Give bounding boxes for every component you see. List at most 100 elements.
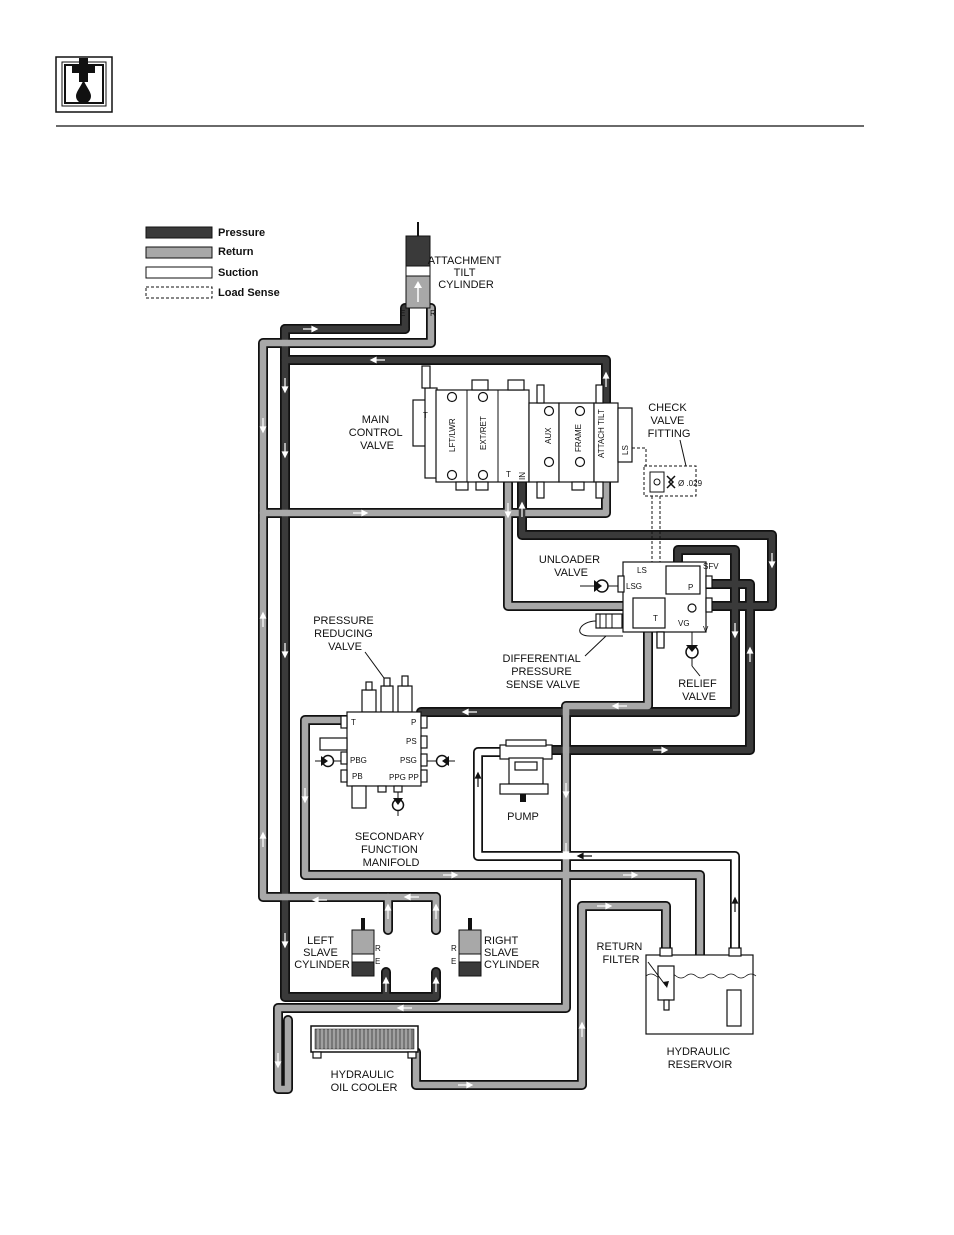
mcv-section-ext-ret: EXT/RET xyxy=(479,416,488,450)
flow-arrow xyxy=(696,983,704,999)
legend-label-suction: Suction xyxy=(218,267,259,279)
tilt-port-e: E xyxy=(400,309,405,318)
flow-arrow xyxy=(746,646,754,662)
main-control-valve-label: MAIN CONTROL VALVE xyxy=(349,414,405,452)
flow-arrow xyxy=(731,623,739,639)
legend-swatch-load-sense xyxy=(145,286,213,299)
hydraulic-oil-cooler xyxy=(310,1025,419,1059)
hose-suction-pump xyxy=(474,748,739,964)
flow-arrow xyxy=(303,325,319,333)
flow-arrow xyxy=(259,831,267,847)
flow-arrow xyxy=(611,702,627,710)
hose-return-sfm-t-reservoir xyxy=(301,716,704,1022)
legend-swatch-suction xyxy=(145,266,213,279)
flow-arrow xyxy=(602,371,610,387)
flow-arrow xyxy=(518,501,526,517)
unloader-valve-label: UNLOADER VALVE xyxy=(539,554,603,579)
attachment-tilt-cylinder: E R xyxy=(400,222,436,318)
check-valve-orifice: Ø .029 xyxy=(678,479,703,488)
flow-arrow xyxy=(382,976,390,992)
flow-arrow xyxy=(432,976,440,992)
mcv-section-aux: AUX xyxy=(544,427,553,444)
flow-arrow xyxy=(443,871,459,879)
legend: Pressure Return Suction Load Sense xyxy=(145,226,280,299)
flow-arrow xyxy=(259,418,267,434)
flow-arrow xyxy=(504,503,512,519)
flow-arrow xyxy=(578,1021,586,1037)
check-valve-fitting-label: CHECK VALVE FITTING xyxy=(648,402,691,440)
pressure-reducing-valve-label: PRESSURE REDUCING VALVE xyxy=(313,615,377,653)
hydraulic-reservoir-label: HYDRAULIC RESERVOIR xyxy=(667,1046,734,1071)
return-filter xyxy=(647,961,675,1011)
rsc-port-r: R xyxy=(451,944,457,953)
flow-arrow xyxy=(369,356,385,364)
legend-label-return: Return xyxy=(218,246,254,258)
mcv-section-attach-tilt: ATTACH TILT xyxy=(597,409,606,458)
uv-port-p: P xyxy=(688,583,693,592)
flow-arrow xyxy=(474,771,482,787)
hydraulic-reservoir-drop-icon xyxy=(55,56,113,113)
flow-arrow xyxy=(458,1081,474,1089)
flow-arrow xyxy=(281,933,289,949)
flow-arrow xyxy=(597,902,613,910)
flow-arrows xyxy=(259,325,776,1089)
sfm-port-p: P xyxy=(411,718,416,727)
secondary-function-manifold: T P PS PBG PSG PB PPG PP xyxy=(315,711,455,816)
hose-return-cooler-filter-outline xyxy=(411,901,671,1090)
flow-arrow xyxy=(653,746,669,754)
differential-pressure-sense-valve xyxy=(579,613,623,657)
flow-arrow xyxy=(562,783,570,799)
hose-pressure-left-main xyxy=(281,304,409,1001)
hose-return-cooler-filter xyxy=(412,902,670,1089)
differential-pressure-sense-valve-label: DIFFERENTIAL PRESSURE SENSE VALVE xyxy=(503,653,584,691)
uv-port-ls: LS xyxy=(637,566,647,575)
flow-arrow xyxy=(281,643,289,659)
uv-port-t: T xyxy=(653,614,658,623)
lsg-gauge-port-icon xyxy=(580,579,618,593)
flow-arrow xyxy=(768,553,776,569)
legend-swatch-return xyxy=(145,246,213,259)
flow-arrow xyxy=(731,896,739,912)
sfm-port-pbg: PBG xyxy=(350,756,367,765)
mcv-port-ls: LS xyxy=(621,445,630,455)
mcv-section-lft-lwr: LFT/LWR xyxy=(448,418,457,452)
flow-arrow xyxy=(353,509,369,517)
uv-port-v: V xyxy=(703,625,709,634)
pump-label: PUMP xyxy=(507,811,539,823)
uv-port-lsg: LSG xyxy=(626,582,642,591)
hose-pressure-pump-out xyxy=(548,580,754,754)
pressure-reducing-valve xyxy=(361,675,413,713)
hydraulic-oil-cooler-label: HYDRAULIC OIL COOLER xyxy=(331,1069,398,1094)
flow-arrow xyxy=(281,378,289,394)
rsc-port-e: E xyxy=(451,957,456,966)
mcv-section-frame: FRAME xyxy=(574,424,583,452)
sfm-port-ppg-pp: PPG PP xyxy=(389,773,419,782)
flow-arrow xyxy=(274,1053,282,1069)
mcv-port-t-left: T xyxy=(423,411,428,420)
secondary-function-manifold-label: SECONDARY FUNCTION MANIFOLD xyxy=(355,831,427,869)
flow-arrow xyxy=(403,893,419,901)
lsc-port-e: E xyxy=(375,957,380,966)
sfm-port-t: T xyxy=(351,718,356,727)
flow-arrow xyxy=(259,611,267,627)
hose-return-mcv-t-unloader xyxy=(504,479,637,610)
hose-pressure-sfv xyxy=(417,546,739,716)
hose-pressure-slave-bottom-outline xyxy=(381,967,441,1002)
sfm-port-ps: PS xyxy=(406,737,417,746)
flow-arrow xyxy=(623,871,639,879)
unloader-valve-block: LS LSG T P SFV VG V xyxy=(617,561,719,647)
return-filter-label: RETURN FILTER xyxy=(597,941,646,966)
flow-arrow xyxy=(562,843,570,859)
pump xyxy=(499,739,553,802)
flow-arrow xyxy=(576,852,592,860)
right-slave-cylinder: R E xyxy=(451,918,482,977)
flow-arrow xyxy=(432,903,440,919)
flow-arrow xyxy=(301,788,309,804)
mcv-port-in: IN xyxy=(518,472,527,480)
mcv-port-t: T xyxy=(506,470,511,479)
legend-label-pressure: Pressure xyxy=(218,227,265,239)
right-slave-cylinder-label: RIGHT SLAVE CYLINDER xyxy=(484,935,540,971)
relief-valve xyxy=(656,631,701,677)
flow-arrow xyxy=(396,1004,412,1012)
legend-swatch-pressure xyxy=(145,226,213,239)
